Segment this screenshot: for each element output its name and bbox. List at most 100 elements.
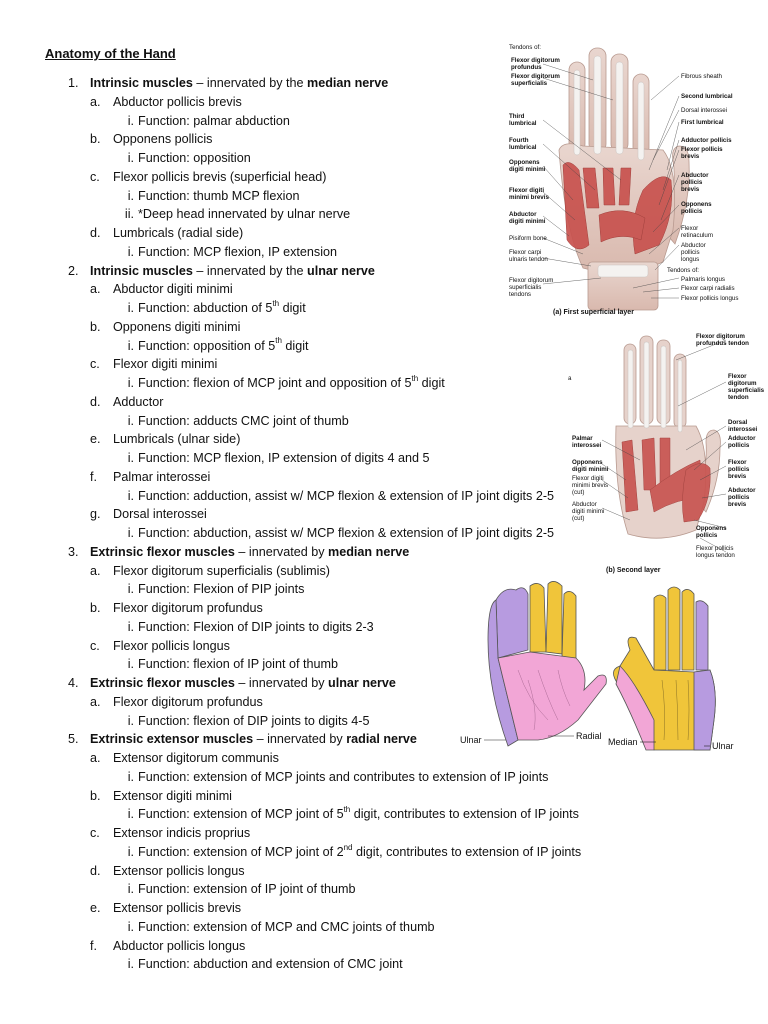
text-run: – innervated by — [234, 544, 329, 559]
list-item-text: Function: adduction, assist w/ MCP flexi… — [138, 487, 554, 505]
figb-label: longus tendon — [696, 552, 735, 559]
figb-label: profundus tendon — [696, 340, 749, 347]
figa-label: Third — [509, 113, 525, 120]
list-marker: i. — [127, 244, 134, 259]
hand-anatomy-illustration-b: a Palmar interossei Opponens digiti mini… — [568, 333, 765, 574]
list-marker: i. — [127, 301, 134, 315]
list-item-text: Function: thumb MCP flexion — [138, 187, 299, 205]
figa-label: Flexor carpi radialis — [681, 285, 735, 292]
figa-label: lumbrical — [509, 144, 537, 151]
text-run: Opponens digiti minimi — [113, 319, 241, 334]
figb-label: Opponens — [696, 525, 727, 532]
list-item-text: Function: extension of MCP joint of 5th … — [138, 805, 579, 823]
list-marker: i. — [127, 657, 134, 672]
figb-label: Flexor digitorum — [696, 333, 745, 340]
text-run: Abductor digiti minimi — [113, 282, 233, 297]
list-marker: i. — [127, 919, 134, 934]
figb-label: Opponens — [572, 459, 603, 466]
text-run: Function: extension of MCP joints and co… — [138, 769, 549, 784]
list-marker: i. — [127, 488, 134, 503]
list-item-text: Intrinsic muscles – innervated by the ul… — [90, 262, 375, 280]
text-run: Function: flexion of MCP joint and oppos… — [138, 376, 412, 390]
list-item-text: Flexor pollicis brevis (superficial head… — [113, 168, 326, 186]
text-run: Extensor pollicis brevis — [113, 901, 242, 915]
text-run: Flexor digitorum superficialis (sublimis… — [113, 563, 330, 578]
text-run: Extensor digiti minimi — [113, 788, 232, 803]
list-item-text: Function: palmar abduction — [138, 112, 290, 130]
figb-edge-mark: a — [568, 375, 572, 382]
bold-text: Extrinsic extensor muscles — [90, 732, 254, 747]
figa-label: Abductor — [681, 172, 709, 179]
list-item-text: Abductor pollicis longus — [113, 937, 245, 955]
label-median: Median — [608, 737, 638, 747]
figb-label: minimi brevis — [572, 482, 608, 489]
figb-label: superficialis — [728, 387, 765, 394]
figb-label: Flexor — [728, 373, 747, 380]
figa-label: digiti minimi — [509, 166, 546, 173]
list-marker: i. — [127, 376, 134, 390]
list-marker: i. — [127, 844, 134, 859]
text-run: digit, contributes to extension of IP jo… — [350, 807, 579, 822]
list-marker: 4. — [68, 676, 79, 690]
text-run: – innervated by — [253, 732, 347, 747]
list-marker: c. — [90, 357, 100, 372]
list-item-text: Flexor digitorum superficialis (sublimis… — [113, 562, 330, 580]
figb-label: Flexor — [728, 459, 747, 466]
list-item-text: Extensor pollicis longus — [113, 862, 245, 880]
list-marker: c. — [90, 826, 100, 840]
list-item-text: Function: flexion of IP joint of thumb — [138, 655, 338, 673]
list-item-text: Abductor digiti minimi — [113, 280, 233, 298]
figa-label: Opponens — [681, 201, 712, 208]
figb-label: brevis — [728, 473, 747, 480]
figa-label: Adductor pollicis — [681, 137, 732, 144]
list-marker: 2. — [68, 263, 79, 278]
label-ulnar-left: Ulnar — [460, 735, 482, 745]
text-run: Function: adducts CMC joint of thumb — [138, 413, 349, 428]
list-marker: g. — [90, 507, 101, 522]
figb-label: digiti minimi — [572, 508, 604, 515]
figa-label: Second lumbrical — [681, 93, 733, 100]
bold-text: Extrinsic flexor muscles — [90, 544, 235, 559]
figa-label: brevis — [681, 186, 700, 193]
list-item-text: Extrinsic flexor muscles – innervated by… — [90, 674, 396, 692]
text-run: Flexor pollicis longus — [113, 638, 230, 653]
text-run: digit, contributes to extension of IP jo… — [352, 844, 582, 859]
figa-label: brevis — [681, 153, 700, 160]
text-run: Extensor digitorum communis — [113, 751, 279, 765]
list-marker: a. — [90, 282, 101, 297]
text-run: – innervated by the — [192, 263, 308, 278]
list-marker: f. — [90, 938, 97, 953]
figa-label: Flexor digiti — [509, 187, 544, 194]
figa-label: superficialis — [511, 80, 548, 87]
figb-label: Dorsal — [728, 419, 748, 426]
list-marker: i. — [127, 619, 134, 634]
figa-label: Tendons of: — [667, 267, 699, 274]
figb-label: interossei — [572, 442, 602, 449]
list-marker: i. — [127, 713, 134, 728]
figb-label: Abductor — [572, 501, 597, 508]
list-item-text: Function: abduction, assist w/ MCP flexi… — [138, 524, 554, 542]
figure-nerve-innervation: Ulnar Radial Median Ulnar — [458, 580, 740, 756]
list-marker: i. — [127, 882, 134, 897]
bold-text: Intrinsic muscles — [90, 263, 193, 278]
text-run: Function: Flexion of PIP joints — [138, 582, 305, 597]
list-marker: 5. — [68, 732, 79, 747]
list-item-text: Intrinsic muscles – innervated by the me… — [90, 74, 388, 92]
list-item-text: Opponens pollicis — [113, 130, 212, 148]
list-item-text: Flexor pollicis longus — [113, 637, 230, 655]
text-run: Function: extension of MCP joint of 2 — [138, 844, 344, 859]
text-run: Lumbricals (ulnar side) — [113, 432, 241, 447]
list-item-text: Function: abduction of 5th digit — [138, 299, 306, 317]
text-run: Abductor pollicis longus — [113, 938, 246, 953]
figb-label: Abductor — [728, 487, 756, 494]
bold-text: Extrinsic flexor muscles — [90, 676, 235, 690]
figb-label: Palmar — [572, 435, 593, 442]
list-item-text: *Deep head innervated by ulnar nerve — [138, 205, 350, 223]
text-run: Function: thumb MCP flexion — [138, 188, 300, 203]
list-marker: i. — [127, 188, 134, 203]
superscript: th — [275, 336, 282, 346]
list-item-text: Lumbricals (ulnar side) — [113, 430, 240, 448]
list-marker: c. — [90, 169, 100, 184]
list-marker: b. — [90, 132, 101, 147]
text-run: Extensor pollicis longus — [113, 863, 245, 878]
